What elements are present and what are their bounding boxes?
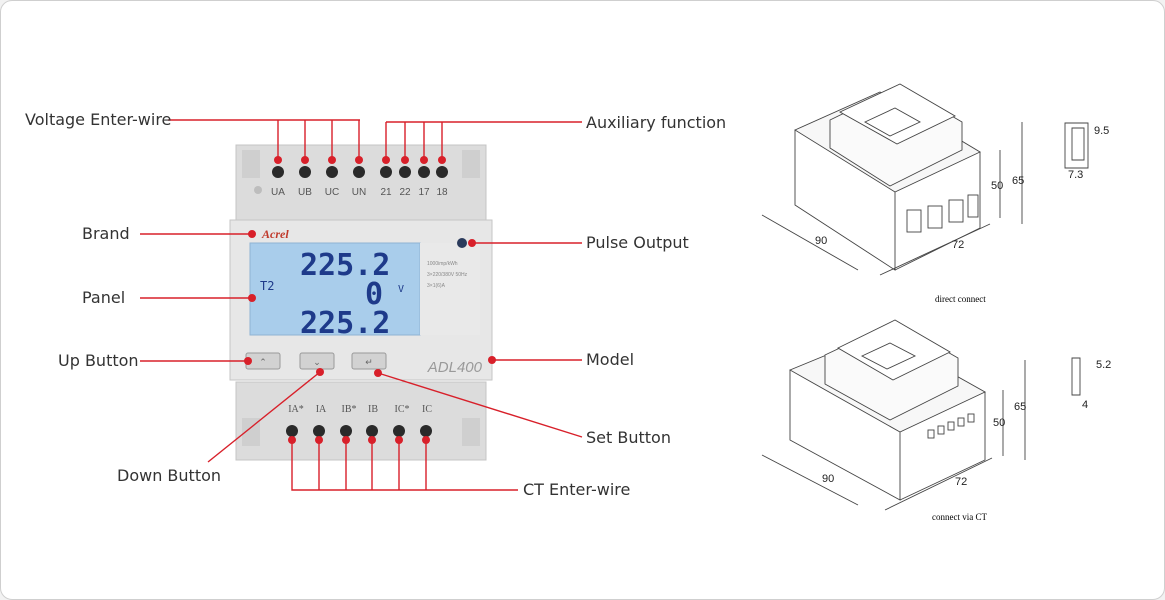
label-auxiliary-function: Auxiliary function bbox=[586, 113, 727, 132]
lcd-indicator: T2 bbox=[260, 279, 274, 293]
terminal-label-ua: UA bbox=[271, 187, 285, 198]
dim-width-2: 90 bbox=[822, 473, 834, 485]
label-voltage-enter-wire: Voltage Enter-wire bbox=[25, 110, 172, 129]
dim-window-b-2: 4 bbox=[1082, 399, 1088, 411]
top-terminal-block bbox=[235, 144, 487, 221]
dim-window-a-2: 5.2 bbox=[1096, 359, 1111, 371]
lcd-row-1: 225.2 bbox=[300, 248, 390, 283]
label-ct-enter-wire: CT Enter-wire bbox=[523, 480, 631, 499]
label-panel: Panel bbox=[82, 288, 126, 307]
callout-dots bbox=[244, 156, 496, 444]
up-arrow-icon: ⌃ bbox=[259, 357, 267, 367]
terminal-label-ib: IB bbox=[368, 404, 378, 415]
model-label: ADL400 bbox=[427, 359, 483, 376]
top-terminal-screws bbox=[272, 166, 448, 178]
dim-width-1: 90 bbox=[815, 235, 827, 247]
terminal-label-ib-star: IB* bbox=[342, 404, 357, 415]
callout-lines bbox=[140, 119, 583, 491]
spec-line-3: 3×1(6)A bbox=[427, 283, 446, 289]
label-down-button: Down Button bbox=[117, 466, 222, 485]
terminal-label-ic-star: IC* bbox=[395, 404, 410, 415]
dim-height-outer-2: 65 bbox=[1014, 401, 1026, 413]
lcd-row-3: 225.2 bbox=[300, 306, 390, 341]
caption-connect-via-ct: connect via CT bbox=[932, 512, 987, 522]
terminal-label-un: UN bbox=[352, 187, 366, 198]
brand-logo: Acrel bbox=[261, 227, 289, 241]
drawing-connect-via-ct bbox=[761, 319, 1081, 511]
label-model: Model bbox=[586, 350, 635, 369]
set-button[interactable] bbox=[351, 352, 387, 370]
pulse-output-led bbox=[457, 238, 467, 248]
label-brand: Brand bbox=[82, 224, 130, 243]
terminal-label-17: 17 bbox=[418, 187, 430, 198]
dim-depth-2: 72 bbox=[955, 476, 967, 488]
terminal-label-uc: UC bbox=[325, 187, 339, 198]
bottom-terminal-labels: IA* IA IB* IB IC* IC bbox=[288, 404, 432, 415]
lcd-row-2: 0 bbox=[365, 277, 383, 312]
terminal-label-ic: IC bbox=[422, 404, 432, 415]
terminal-label-ia-star: IA* bbox=[288, 404, 304, 415]
bottom-terminal-screws bbox=[286, 425, 432, 437]
terminal-label-ia: IA bbox=[316, 404, 327, 415]
top-terminal-labels: UA UB UC UN 21 22 17 18 bbox=[271, 187, 448, 198]
terminal-label-21: 21 bbox=[380, 187, 392, 198]
down-button[interactable] bbox=[299, 352, 335, 370]
label-up-button: Up Button bbox=[58, 351, 139, 370]
dim-height-inner-1: 50 bbox=[991, 180, 1003, 192]
spec-line-1: 1000imp/kWh bbox=[427, 261, 458, 267]
caption-direct-connect: direct connect bbox=[935, 294, 986, 304]
drawing-direct-connect bbox=[761, 83, 1089, 276]
dim-height-outer-1: 65 bbox=[1012, 175, 1024, 187]
terminal-label-18: 18 bbox=[436, 187, 448, 198]
lcd-unit: V bbox=[398, 284, 404, 295]
enter-icon: ↵ bbox=[365, 357, 373, 367]
down-arrow-icon: ⌄ bbox=[313, 357, 321, 367]
dim-height-inner-2: 50 bbox=[993, 417, 1005, 429]
dim-depth-1: 72 bbox=[952, 239, 964, 251]
bottom-terminal-block bbox=[235, 381, 487, 461]
dim-window-a-1: 9.5 bbox=[1094, 125, 1109, 137]
lcd-panel bbox=[249, 242, 421, 336]
spec-line-2: 3×220/380V 50Hz bbox=[427, 272, 468, 278]
label-set-button: Set Button bbox=[586, 428, 671, 447]
terminal-label-ub: UB bbox=[298, 187, 312, 198]
terminal-label-22: 22 bbox=[399, 187, 411, 198]
label-pulse-output: Pulse Output bbox=[586, 233, 689, 252]
dim-window-b-1: 7.3 bbox=[1068, 169, 1083, 181]
